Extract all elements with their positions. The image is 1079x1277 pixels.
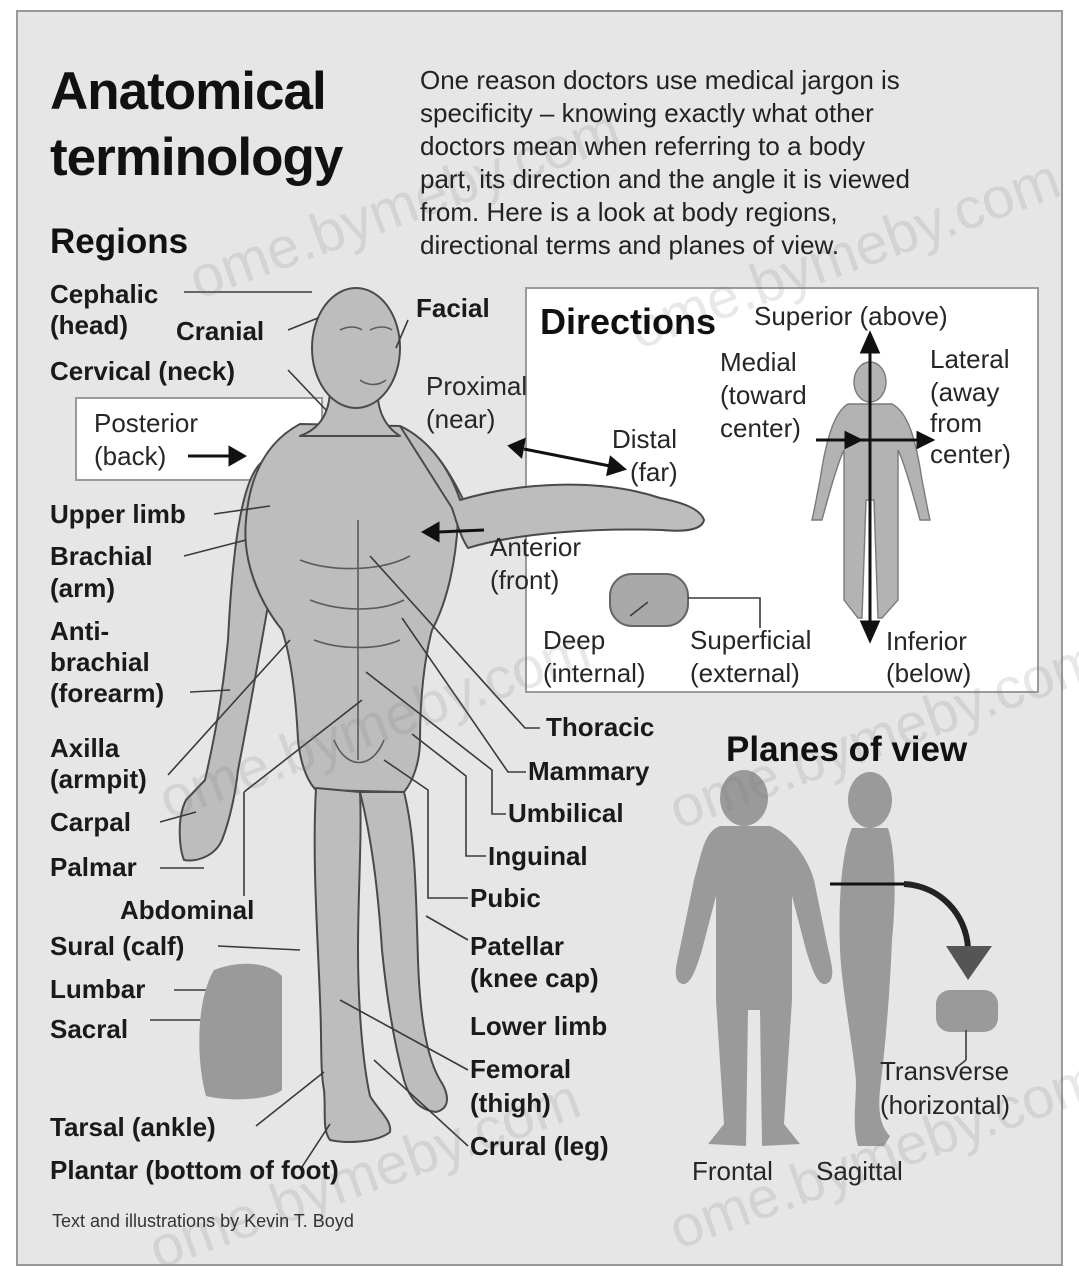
label-brachial: Brachial: [50, 541, 153, 572]
label-frontal: Frontal: [692, 1155, 773, 1187]
page-title-line-2: terminology: [50, 126, 342, 190]
label-antebrachial-3: (forearm): [50, 678, 164, 709]
label-proximal-sub: (near): [426, 403, 495, 435]
label-superficial: Superficial: [690, 624, 811, 656]
label-thoracic: Thoracic: [546, 712, 654, 743]
directions-heading: Directions: [540, 302, 716, 342]
intro-line-3: doctors mean when referring to a body: [420, 130, 865, 163]
label-inferior: Inferior: [886, 625, 967, 657]
label-deep-sub: (internal): [543, 657, 646, 689]
label-umbilical: Umbilical: [508, 798, 624, 829]
label-patellar: Patellar: [470, 931, 564, 962]
label-abdominal: Abdominal: [120, 895, 254, 926]
label-proximal: Proximal: [426, 370, 527, 402]
intro-line-6: directional terms and planes of view.: [420, 229, 839, 262]
label-patellar-sub: (knee cap): [470, 963, 599, 994]
label-anterior-sub: (front): [490, 564, 559, 596]
label-cephalic-sub: (head): [50, 310, 128, 341]
label-axilla: Axilla: [50, 733, 119, 764]
leader-sural: [218, 946, 300, 950]
label-brachial-sub: (arm): [50, 573, 115, 604]
label-palmar: Palmar: [50, 852, 137, 883]
label-sacral: Sacral: [50, 1014, 128, 1045]
label-posterior-sub: (back): [94, 440, 166, 472]
label-deep: Deep: [543, 624, 605, 656]
label-facial: Facial: [416, 293, 490, 324]
label-cervical: Cervical (neck): [50, 356, 235, 387]
label-axilla-sub: (armpit): [50, 764, 147, 795]
label-anterior: Anterior: [490, 531, 581, 563]
leader-patellar: [426, 916, 468, 940]
label-medial-3: center): [720, 412, 801, 444]
intro-line-2: specificity – knowing exactly what other: [420, 97, 874, 130]
page-title-line-1: Anatomical: [50, 60, 326, 124]
label-carpal: Carpal: [50, 807, 131, 838]
label-femoral-sub: (thigh): [470, 1088, 551, 1119]
label-crural: Crural (leg): [470, 1131, 609, 1162]
label-lumbar: Lumbar: [50, 974, 145, 1005]
label-distal-sub: (far): [630, 456, 678, 488]
label-medial-1: Medial: [720, 346, 797, 378]
label-antebrachial-1: Anti-: [50, 616, 109, 647]
label-lateral-2: (away: [930, 376, 999, 408]
label-transverse: Transverse: [880, 1055, 1009, 1087]
label-sagittal: Sagittal: [816, 1155, 903, 1187]
label-medial-2: (toward: [720, 379, 807, 411]
label-pubic: Pubic: [470, 883, 541, 914]
label-upper-limb: Upper limb: [50, 499, 186, 530]
label-plantar: Plantar (bottom of foot): [50, 1155, 339, 1186]
label-cephalic: Cephalic: [50, 279, 158, 310]
illustration-credit: Text and illustrations by Kevin T. Boyd: [52, 1210, 354, 1232]
label-superior: Superior (above): [754, 300, 948, 332]
intro-line-1: One reason doctors use medical jargon is: [420, 64, 900, 97]
label-lower-limb: Lower limb: [470, 1011, 607, 1042]
intro-line-5: from. Here is a look at body regions,: [420, 196, 838, 229]
label-sural: Sural (calf): [50, 931, 184, 962]
sacral-region-blob: [199, 964, 282, 1100]
label-cranial: Cranial: [176, 316, 264, 347]
label-superficial-sub: (external): [690, 657, 800, 689]
label-posterior: Posterior: [94, 407, 198, 439]
label-lateral-3: from: [930, 407, 982, 439]
leader-inguinal: [412, 734, 486, 856]
label-inferior-sub: (below): [886, 657, 971, 689]
label-tarsal: Tarsal (ankle): [50, 1112, 216, 1143]
label-mammary: Mammary: [528, 756, 649, 787]
label-antebrachial-2: brachial: [50, 647, 150, 678]
label-lateral-1: Lateral: [930, 343, 1010, 375]
label-lateral-4: center): [930, 438, 1011, 470]
label-transverse-sub: (horizontal): [880, 1089, 1010, 1121]
label-femoral: Femoral: [470, 1054, 571, 1085]
regions-heading: Regions: [50, 222, 188, 262]
label-distal: Distal: [612, 423, 677, 455]
intro-line-4: part, its direction and the angle it is …: [420, 163, 910, 196]
label-inguinal: Inguinal: [488, 841, 588, 872]
planes-heading: Planes of view: [726, 730, 967, 770]
